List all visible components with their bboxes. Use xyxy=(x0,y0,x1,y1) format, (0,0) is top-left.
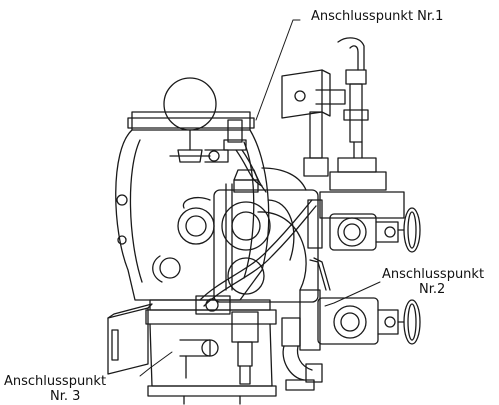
callout-connection-point-1: Anschlusspunkt Nr.1 xyxy=(311,9,444,24)
lower-fittings xyxy=(195,295,323,391)
callout-connection-point-2-label: Anschlusspunkt xyxy=(382,267,485,282)
main-valve-body xyxy=(115,111,270,301)
bottom-flange xyxy=(145,299,277,405)
upper-handwheel-valve xyxy=(307,191,421,253)
connecting-tubes xyxy=(199,149,331,307)
float-ball xyxy=(163,77,217,163)
gauge-box xyxy=(281,69,346,119)
callout-connection-point-2-number: Nr.2 xyxy=(419,282,446,297)
top-fitting xyxy=(204,119,247,163)
actuator-box xyxy=(107,303,219,379)
callout-connection-point-3-number: Nr. 3 xyxy=(50,389,81,404)
trim-assembly xyxy=(177,169,319,303)
vertical-pipe xyxy=(303,37,387,191)
lower-handwheel-valve xyxy=(299,289,421,351)
callout-connection-point-3-label: Anschlusspunkt xyxy=(4,374,107,389)
leader-lines xyxy=(139,19,381,377)
